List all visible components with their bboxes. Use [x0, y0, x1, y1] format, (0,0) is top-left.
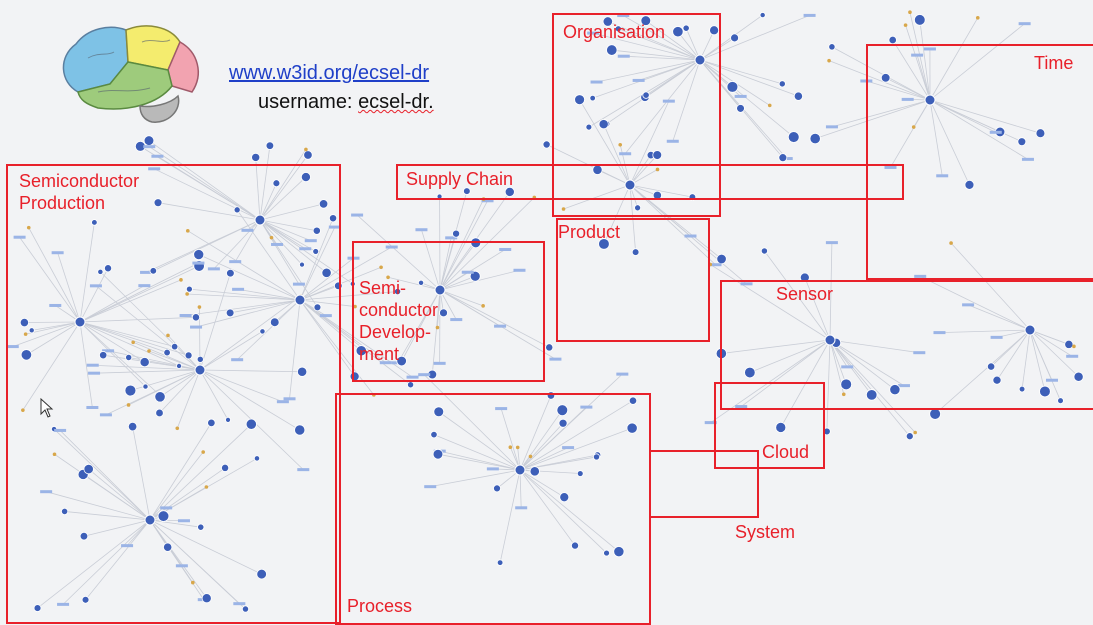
graph-node	[768, 104, 772, 108]
graph-node	[914, 15, 925, 26]
ontology-url-link[interactable]: www.w3id.org/ecsel-dr	[229, 62, 429, 85]
graph-node	[717, 254, 727, 264]
graph-node	[737, 104, 745, 112]
graph-node	[804, 14, 816, 17]
graph-node	[407, 382, 413, 388]
region-label-semiconductor-production: Semiconductor Production	[19, 170, 139, 214]
brain-icon	[58, 22, 204, 130]
region-process: Process	[335, 393, 651, 625]
graph-node	[906, 433, 913, 440]
graph-node	[252, 153, 260, 161]
region-supply-chain: Supply Chain	[396, 164, 904, 200]
graph-node	[810, 133, 820, 143]
graph-node	[761, 248, 767, 254]
graph-node	[415, 228, 427, 231]
graph-node	[144, 136, 154, 146]
graph-node	[266, 142, 274, 150]
graph-node	[549, 358, 561, 361]
graph-node	[827, 59, 831, 63]
region-label-process: Process	[347, 595, 412, 617]
graph-node	[143, 145, 155, 148]
graph-node	[546, 344, 553, 351]
graph-node	[304, 151, 313, 160]
region-label-time: Time	[1034, 52, 1073, 74]
username-value: ecsel-dr.	[358, 91, 434, 113]
graph-node	[543, 141, 550, 148]
region-label-sensor: Sensor	[776, 283, 833, 305]
region-time: Time	[866, 44, 1093, 280]
region-semiconductor-development: Semi- conductor Develop- ment	[352, 241, 545, 382]
graph-node	[735, 95, 747, 98]
graph-node	[829, 44, 835, 50]
graph-node	[760, 12, 765, 17]
region-product: Product	[556, 218, 710, 342]
graph-node	[453, 230, 460, 237]
graph-node	[826, 241, 838, 244]
graph-node	[930, 408, 941, 419]
graph-node	[976, 16, 980, 20]
graph-node	[304, 148, 308, 152]
graph-node	[151, 155, 163, 158]
graph-node	[788, 132, 799, 143]
graph-node	[351, 214, 363, 217]
graph-node	[727, 81, 738, 92]
graph-node	[794, 92, 802, 100]
graph-node	[889, 36, 897, 44]
graph-node	[1019, 22, 1031, 25]
graph-node	[908, 10, 912, 14]
graph-node	[779, 154, 787, 162]
region-label-semiconductor-development: Semi- conductor Develop- ment	[359, 277, 438, 365]
region-label-product: Product	[558, 221, 620, 243]
region-label-cloud: Cloud	[762, 441, 809, 463]
graph-node	[826, 125, 838, 128]
region-label-system: System	[735, 521, 795, 543]
graph-node	[904, 23, 908, 27]
graph-node	[616, 373, 628, 376]
username-prefix: username:	[258, 91, 358, 113]
graph-node	[779, 81, 785, 87]
region-label-supply-chain: Supply Chain	[406, 168, 513, 190]
username-text: username: ecsel-dr.	[258, 91, 434, 114]
region-system: System	[649, 450, 759, 518]
region-label-organisation: Organisation	[563, 21, 665, 43]
graph-node	[731, 34, 739, 42]
graph-node	[913, 431, 917, 435]
pointer-cursor-icon	[40, 398, 54, 418]
region-semiconductor-production: Semiconductor Production	[6, 164, 341, 624]
